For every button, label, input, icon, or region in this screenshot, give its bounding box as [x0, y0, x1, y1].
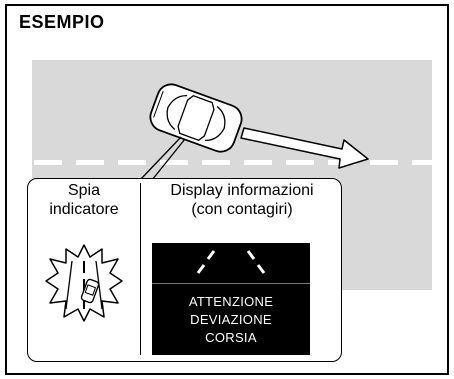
- display-label: Display informazioni (con contagiri): [170, 182, 314, 218]
- callout-box: Spia indicatore Display informazioni (co…: [27, 178, 342, 362]
- page-title: ESEMPIO: [19, 12, 105, 32]
- divider: [140, 183, 141, 355]
- lane-departure-warning-icon: [45, 244, 123, 322]
- arrow-right-icon: [240, 127, 369, 169]
- info-display-screen: ATTENZIONE DEVIAZIONE CORSIA: [152, 243, 310, 355]
- lane-lines-icon: [196, 250, 266, 274]
- lane-departure-message: ATTENZIONE DEVIAZIONE CORSIA: [188, 294, 274, 345]
- warning-light-label: Spia indicatore: [49, 182, 119, 218]
- car-icon: [149, 83, 243, 153]
